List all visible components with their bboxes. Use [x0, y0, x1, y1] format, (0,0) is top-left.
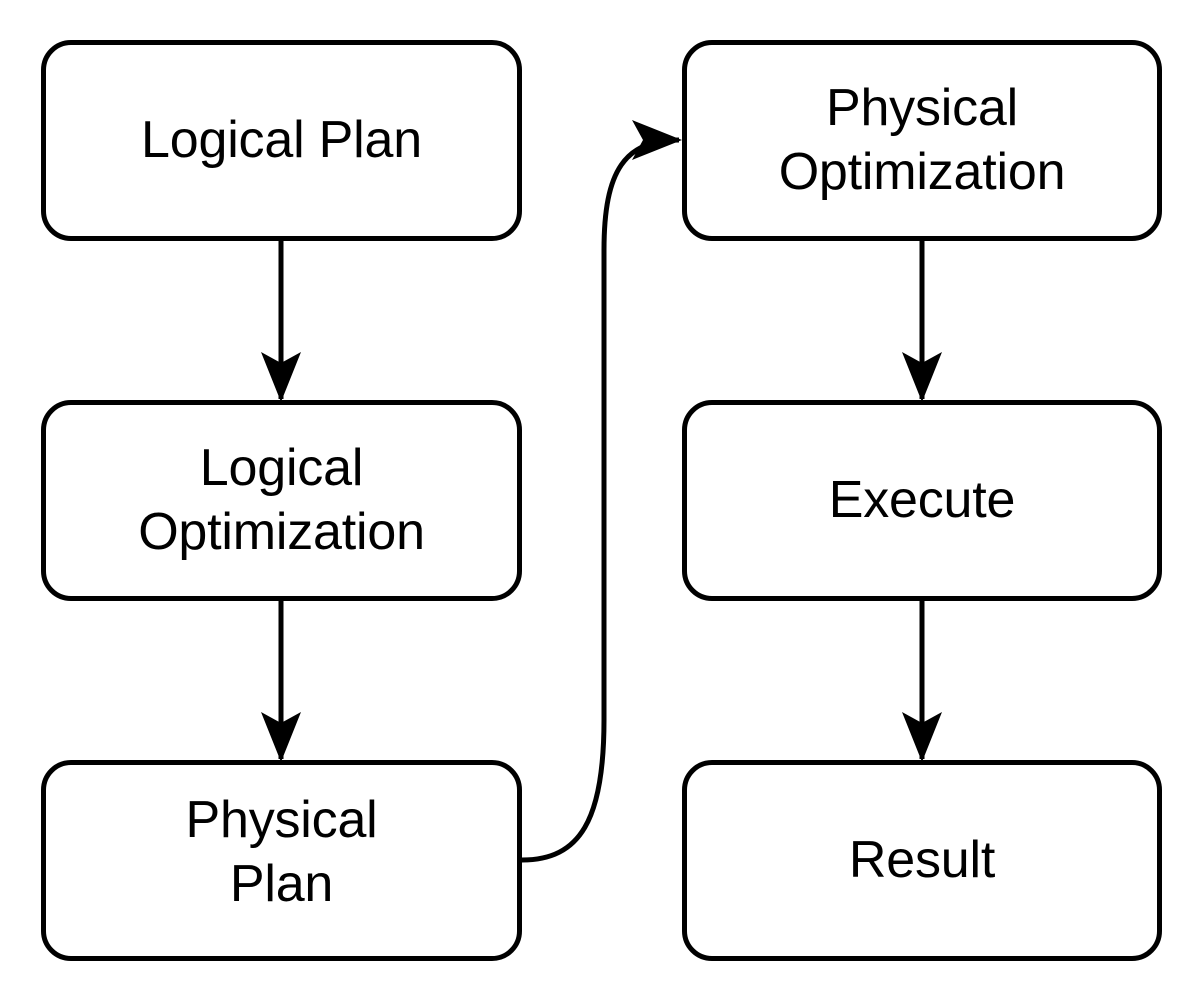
node-result[interactable]: Result: [682, 760, 1162, 961]
edge-physical-plan-to-physical-optimization: [521, 120, 683, 863]
node-physical-optimization[interactable]: Physical Optimization: [682, 40, 1162, 241]
node-physical-optimization-label: Physical Optimization: [778, 79, 1066, 201]
node-execute-label: Execute: [828, 470, 1016, 529]
node-logical-plan[interactable]: Logical Plan: [41, 40, 522, 241]
node-physical-plan[interactable]: Physical Plan: [41, 760, 522, 961]
node-logical-plan-label: Logical Plan: [141, 110, 422, 169]
node-execute[interactable]: Execute: [682, 400, 1162, 601]
node-logical-optimization-label: Logical Optimization: [138, 439, 425, 561]
node-logical-optimization[interactable]: Logical Optimization: [41, 400, 522, 601]
node-physical-plan-label: Physical Plan: [185, 791, 378, 913]
node-result-label: Result: [848, 830, 996, 889]
